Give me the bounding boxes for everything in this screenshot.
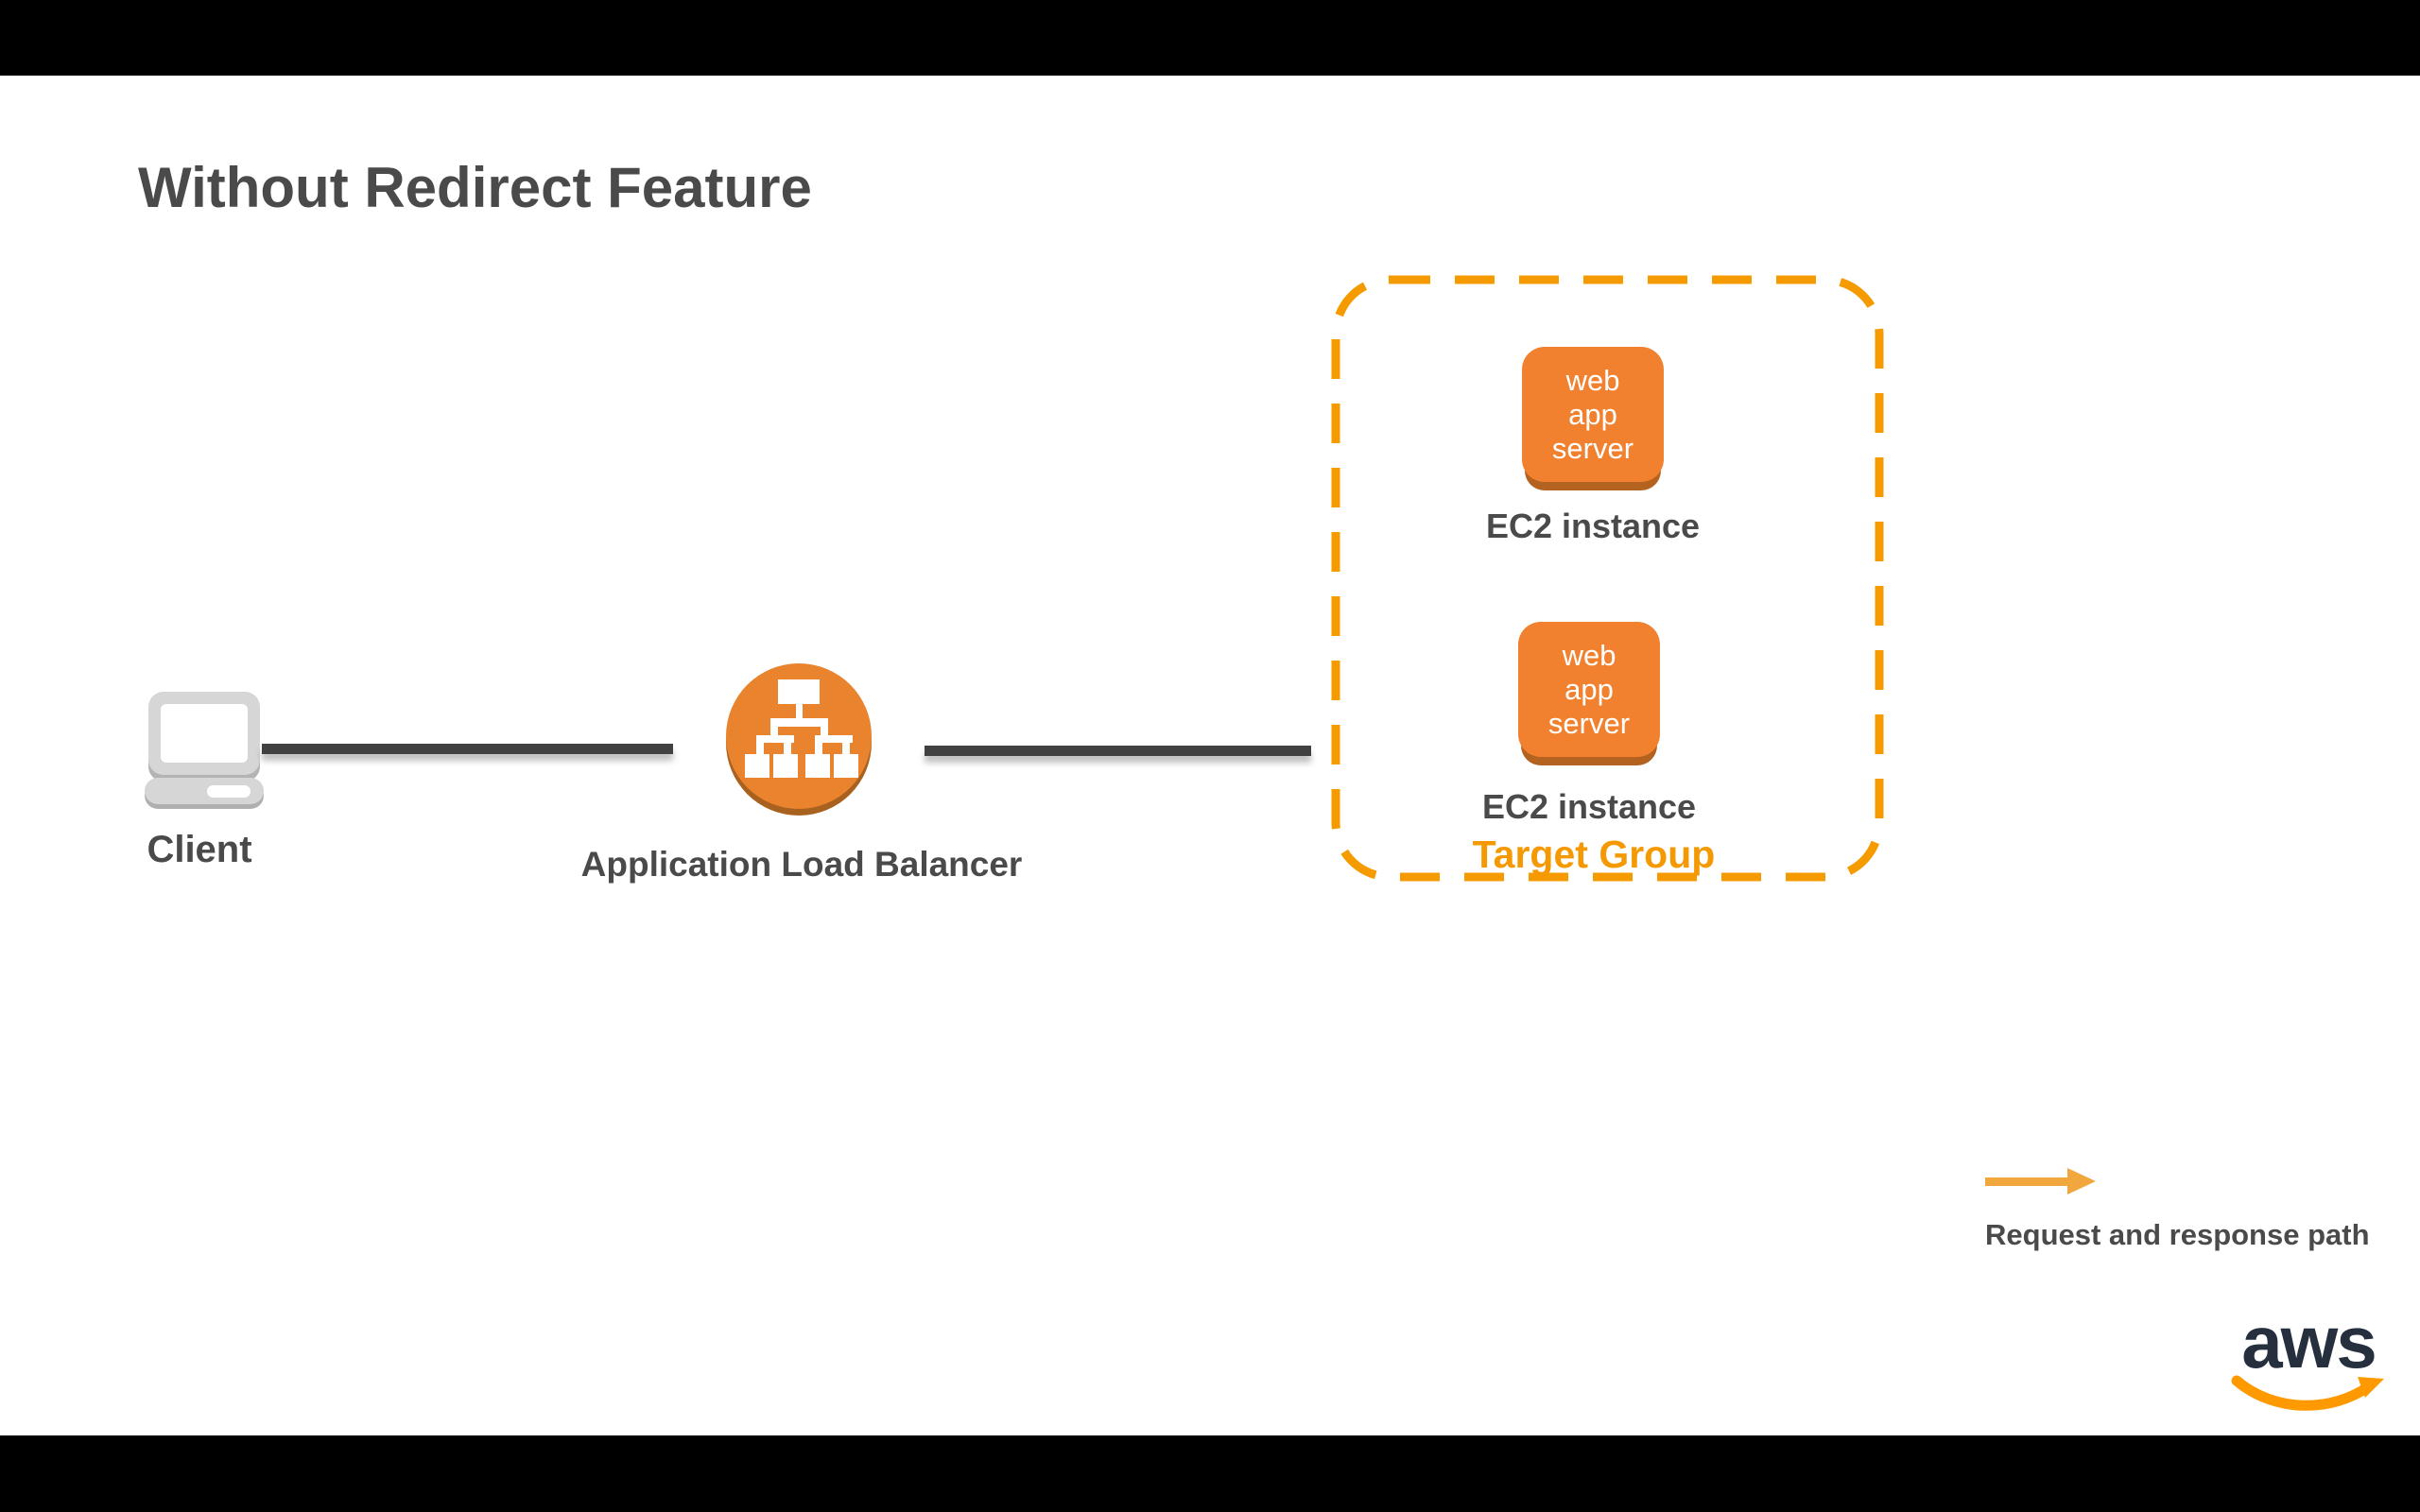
aws-smile-icon: [2231, 1375, 2384, 1411]
aws-logo: aws: [2231, 1300, 2386, 1423]
box-line: server: [1551, 431, 1634, 465]
target-group-boundary: [1331, 275, 1884, 882]
legend-caption: Request and response path: [1985, 1218, 2370, 1251]
target-group-label: Target Group: [1472, 833, 1716, 876]
box-line: web: [1565, 363, 1620, 397]
box-line: app: [1564, 672, 1614, 706]
aws-logo-text: aws: [2241, 1300, 2377, 1383]
box-line: app: [1568, 397, 1617, 431]
client-laptop-icon: [145, 692, 264, 809]
ec2-instance-label-2: EC2 instance: [1481, 787, 1697, 826]
request-path-arrow-icon: [1985, 1168, 2096, 1194]
box-line: server: [1547, 706, 1631, 740]
connector-client-to-alb: [262, 744, 673, 754]
page-title: Without Redirect Feature: [138, 156, 812, 219]
connector-alb-to-target-group: [925, 746, 1311, 756]
box-line: web: [1562, 638, 1616, 672]
slide-canvas: Without Redirect Feature Client: [0, 76, 2420, 1435]
client-label: Client: [147, 829, 252, 870]
alb-label: Application Load Balancer: [580, 845, 1023, 884]
ec2-instance-label-1: EC2 instance: [1485, 507, 1701, 545]
alb-icon: [726, 663, 872, 816]
web-app-server-box-2: web app server: [1518, 622, 1660, 757]
web-app-server-box-1: web app server: [1522, 347, 1664, 482]
